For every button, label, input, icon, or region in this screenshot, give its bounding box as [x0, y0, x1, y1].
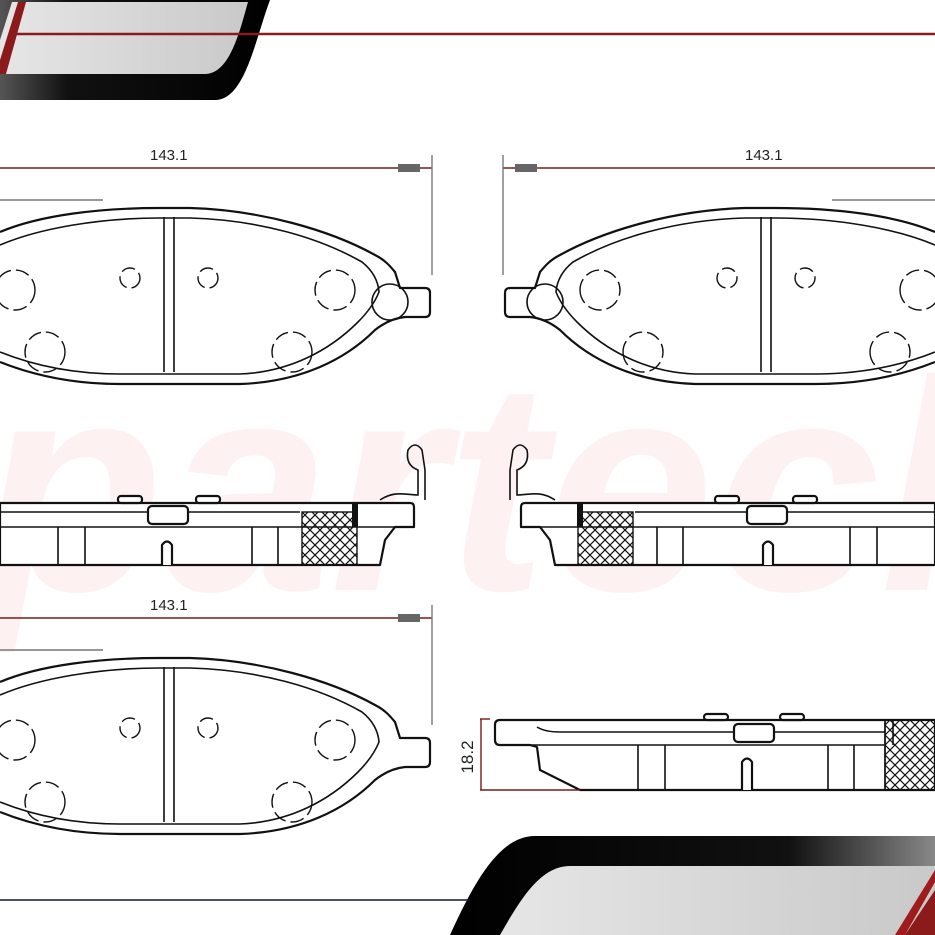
- width-dimension-label: 143.1: [745, 147, 783, 164]
- width-dimension-label: 143.1: [150, 147, 188, 164]
- pad-front-view-top-right: 143.1: [502, 147, 935, 386]
- thickness-dimension-label: 18.2: [458, 740, 477, 773]
- top-banner: [0, 0, 935, 100]
- pad-side-view-thickness: 18.2: [458, 712, 935, 792]
- pad-front-view-top-left: 143.1: [0, 147, 433, 386]
- width-dimension-label: 143.1: [150, 597, 188, 614]
- bottom-banner: [0, 836, 935, 935]
- pad-front-view-bottom-left: 143.1: [0, 597, 433, 836]
